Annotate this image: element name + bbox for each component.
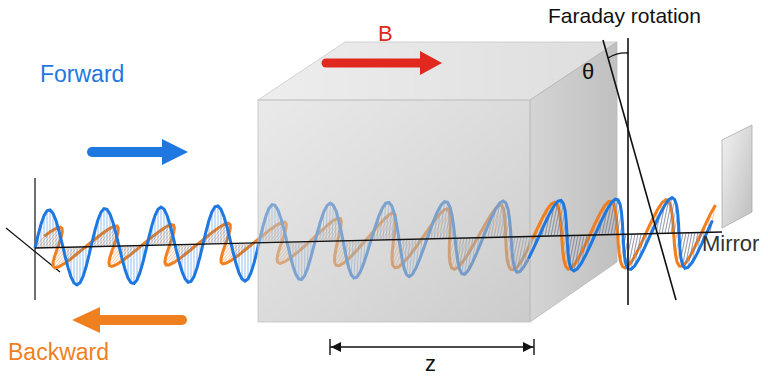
dimension-arrow xyxy=(331,342,341,352)
wave-hatch xyxy=(218,206,219,244)
forward-arrow xyxy=(92,147,166,157)
wave-hatch xyxy=(47,211,48,248)
wave-hatch xyxy=(611,200,618,235)
crystal-front xyxy=(258,100,530,322)
wave-hatch xyxy=(74,247,75,283)
backward-arrow xyxy=(96,315,182,325)
backward-arrow xyxy=(72,307,100,333)
wave-hatch xyxy=(245,243,246,281)
wave-hatch xyxy=(221,209,222,243)
wave-hatch xyxy=(104,209,105,247)
wave-hatch xyxy=(107,209,108,246)
wave-hatch xyxy=(191,244,192,281)
wave-hatch xyxy=(215,207,216,244)
axis-line xyxy=(34,178,35,300)
wave-hatch xyxy=(626,234,632,264)
rotated-line xyxy=(603,40,676,300)
direction-label: Forward xyxy=(40,62,124,87)
propagation-axis xyxy=(35,232,722,248)
mirror-plate xyxy=(722,125,752,228)
dimension-line xyxy=(330,346,534,347)
field-label: B xyxy=(378,22,393,46)
part-label: Mirror xyxy=(702,232,759,256)
wave-hatch xyxy=(131,246,132,283)
wave-hatch xyxy=(80,247,81,283)
field-arrow xyxy=(420,51,442,75)
wave-hatch xyxy=(137,246,138,280)
wave-hatch xyxy=(628,234,635,269)
wave-hatch xyxy=(614,204,620,234)
angle-arc xyxy=(608,53,628,58)
wave-hatch xyxy=(161,207,162,245)
wave-hatch xyxy=(134,246,135,284)
title-label: Faraday rotation xyxy=(548,4,701,27)
wave-hatch xyxy=(50,210,51,248)
wave-hatch xyxy=(185,245,186,279)
wave-hatch xyxy=(557,204,563,236)
wave-hatch xyxy=(158,209,159,245)
wave-hatch xyxy=(101,212,102,246)
wave-hatch xyxy=(188,244,189,282)
dimension-tick xyxy=(533,339,534,355)
dimension-label: z xyxy=(425,352,436,376)
wave-hatch xyxy=(77,247,78,285)
wave-hatch xyxy=(248,243,249,279)
wave-hatch xyxy=(164,209,165,245)
dimension-tick xyxy=(329,339,330,355)
field-arrow xyxy=(326,59,424,68)
wave-hatch xyxy=(683,233,689,265)
wave-hatch xyxy=(668,200,675,234)
forward-arrow xyxy=(162,139,188,165)
dimension-arrow xyxy=(523,342,533,352)
wave-hatch xyxy=(571,235,578,269)
crystal-side xyxy=(530,42,617,322)
wave-hatch xyxy=(53,213,54,247)
direction-label: Backward xyxy=(8,340,109,365)
wave-hatch xyxy=(242,243,243,279)
reference-line xyxy=(627,38,629,305)
angle-symbol: θ xyxy=(582,60,594,84)
